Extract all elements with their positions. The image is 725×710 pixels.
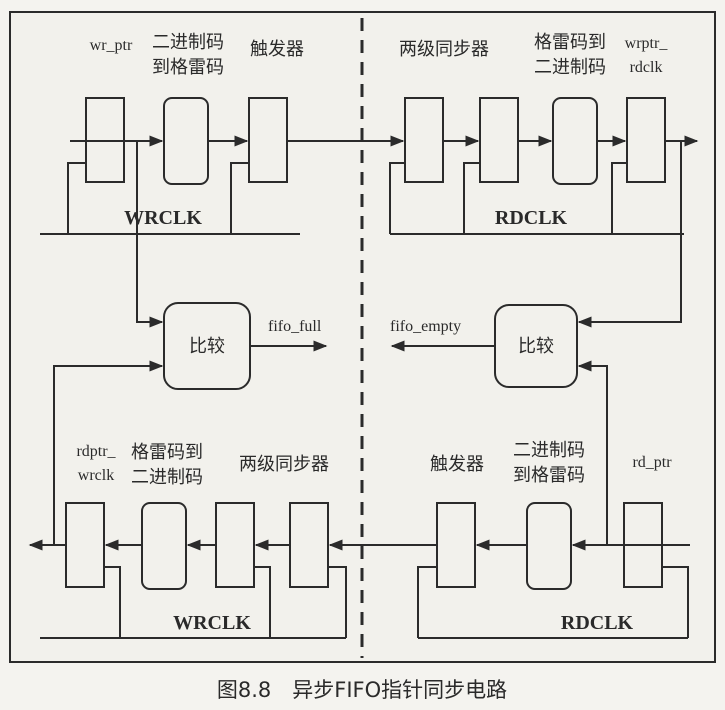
label-gray2bin-top-1: 格雷码到 xyxy=(534,32,606,53)
gray2bin-block-top xyxy=(552,97,598,185)
label-rd-ptr: rd_ptr xyxy=(632,454,672,471)
clock-label-rdclk-top: RDCLK xyxy=(495,207,568,229)
label-sync2-top: 两级同步器 xyxy=(399,39,489,60)
label-wr-ptr: wr_ptr xyxy=(90,37,133,54)
compare-label-right: 比较 xyxy=(518,336,554,357)
label-rdptr-wrclk-2: wrclk xyxy=(78,467,114,484)
clock-label-wrclk-top: WRCLK xyxy=(124,207,202,229)
label-trigger-bot: 触发器 xyxy=(430,454,484,475)
clock-label-rdclk-bot: RDCLK xyxy=(561,612,634,634)
bin2gray-block-top xyxy=(163,97,209,185)
label-gray2bin-bot-1: 格雷码到 xyxy=(131,442,203,463)
label-rdptr-wrclk-1: rdptr_ xyxy=(76,443,116,460)
flipflop-trigger-top xyxy=(248,97,288,183)
clock-label-wrclk-bot: WRCLK xyxy=(173,612,251,634)
flipflop-sync1-top xyxy=(404,97,444,183)
label-wrptr-rdclk-2: rdclk xyxy=(630,59,663,76)
flipflop-rdptr-wrclk xyxy=(65,502,105,588)
label-gray2bin-bot-2: 二进制码 xyxy=(131,467,203,488)
label-fifo-empty: fifo_empty xyxy=(390,318,461,335)
flipflop-sync2-bot xyxy=(289,502,329,588)
label-wrptr-rdclk-1: wrptr_ xyxy=(625,35,669,52)
flipflop-trigger-bot xyxy=(436,502,476,588)
flipflop-sync1-bot xyxy=(215,502,255,588)
gray2bin-block-bot xyxy=(141,502,187,590)
label-bin2gray-top-2: 到格雷码 xyxy=(152,57,224,78)
label-trigger-top: 触发器 xyxy=(250,39,304,60)
label-bin2gray-bot-2: 到格雷码 xyxy=(513,465,585,486)
middle-wires xyxy=(53,141,682,545)
flipflop-sync2-top xyxy=(479,97,519,183)
label-bin2gray-top-1: 二进制码 xyxy=(152,32,224,53)
label-bin2gray-bot-1: 二进制码 xyxy=(513,440,585,461)
bin2gray-block-bot xyxy=(526,502,572,590)
bottom-clock-wires xyxy=(40,566,689,639)
figure-caption: 图8.8 异步FIFO指针同步电路 xyxy=(217,678,507,702)
flipflop-wrptr-rdclk xyxy=(626,97,666,183)
label-sync2-bot: 两级同步器 xyxy=(239,454,329,475)
label-fifo-full: fifo_full xyxy=(268,318,322,335)
compare-label-left: 比较 xyxy=(189,336,225,357)
label-gray2bin-top-2: 二进制码 xyxy=(534,57,606,78)
top-clock-wires xyxy=(40,162,684,235)
